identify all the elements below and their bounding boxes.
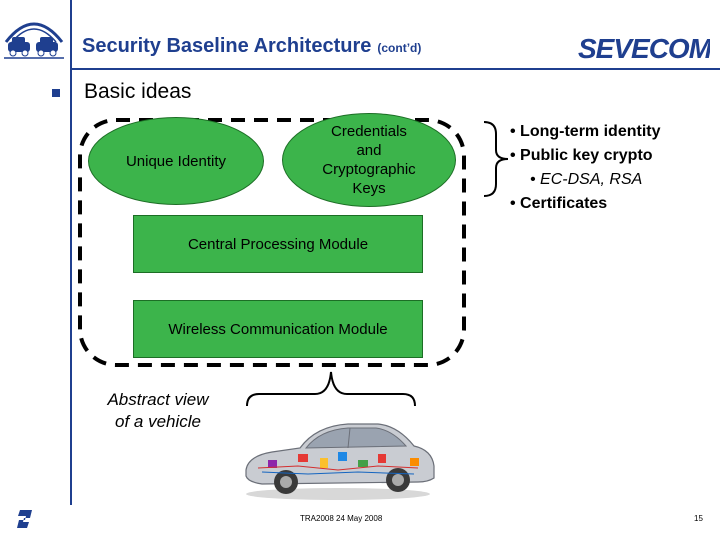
vehicle-image — [245, 423, 435, 500]
bullet-item: • Public key crypto — [510, 147, 653, 164]
title-suffix: (cont’d) — [377, 41, 422, 55]
right-brace-icon — [483, 121, 509, 197]
credentials-node: Credentials and Cryptographic Keys — [282, 113, 456, 207]
down-brace-icon — [246, 371, 416, 407]
unique-identity-label: Unique Identity — [125, 152, 227, 170]
abstract-view-label: Abstract view of a vehicle — [96, 389, 220, 433]
sevecom-logo: SEVECOM — [578, 33, 710, 64]
abstract-line-2: of a vehicle — [115, 412, 201, 431]
wireless-module-node: Wireless Communication Module — [133, 300, 423, 358]
credentials-line-4: Keys — [352, 180, 386, 197]
cpu-module-node: Central Processing Module — [133, 215, 423, 273]
abstract-line-1: Abstract view — [107, 390, 209, 409]
unique-identity-node: Unique Identity — [88, 117, 264, 205]
bullet-list: • Long-term identity • Public key crypto… — [510, 120, 720, 216]
credentials-line-1: Credentials — [331, 123, 407, 140]
header-rule — [72, 68, 720, 70]
cpu-module-label: Central Processing Module — [187, 235, 369, 253]
footer-logo-icon — [17, 510, 32, 528]
page-number: 15 — [694, 514, 703, 523]
footer-text: TRA2008 24 May 2008 — [300, 514, 383, 523]
credentials-line-2: and — [356, 142, 382, 159]
bullet-item: • Certificates — [510, 195, 608, 212]
wireless-module-label: Wireless Communication Module — [168, 320, 388, 338]
bullet-item: • Long-term identity — [510, 123, 661, 140]
section-heading: Basic ideas — [84, 80, 192, 103]
sevecom-logo-text: SEVECOM — [578, 33, 710, 64]
page-title: Security Baseline Architecture(cont’d) — [82, 35, 422, 57]
credentials-line-3: Cryptographic — [322, 161, 416, 178]
car-logo-icon — [4, 22, 64, 59]
bullet-square-icon — [52, 89, 60, 97]
vertical-rule — [70, 0, 72, 505]
bullet-subitem: • EC-DSA, RSA — [530, 171, 643, 188]
